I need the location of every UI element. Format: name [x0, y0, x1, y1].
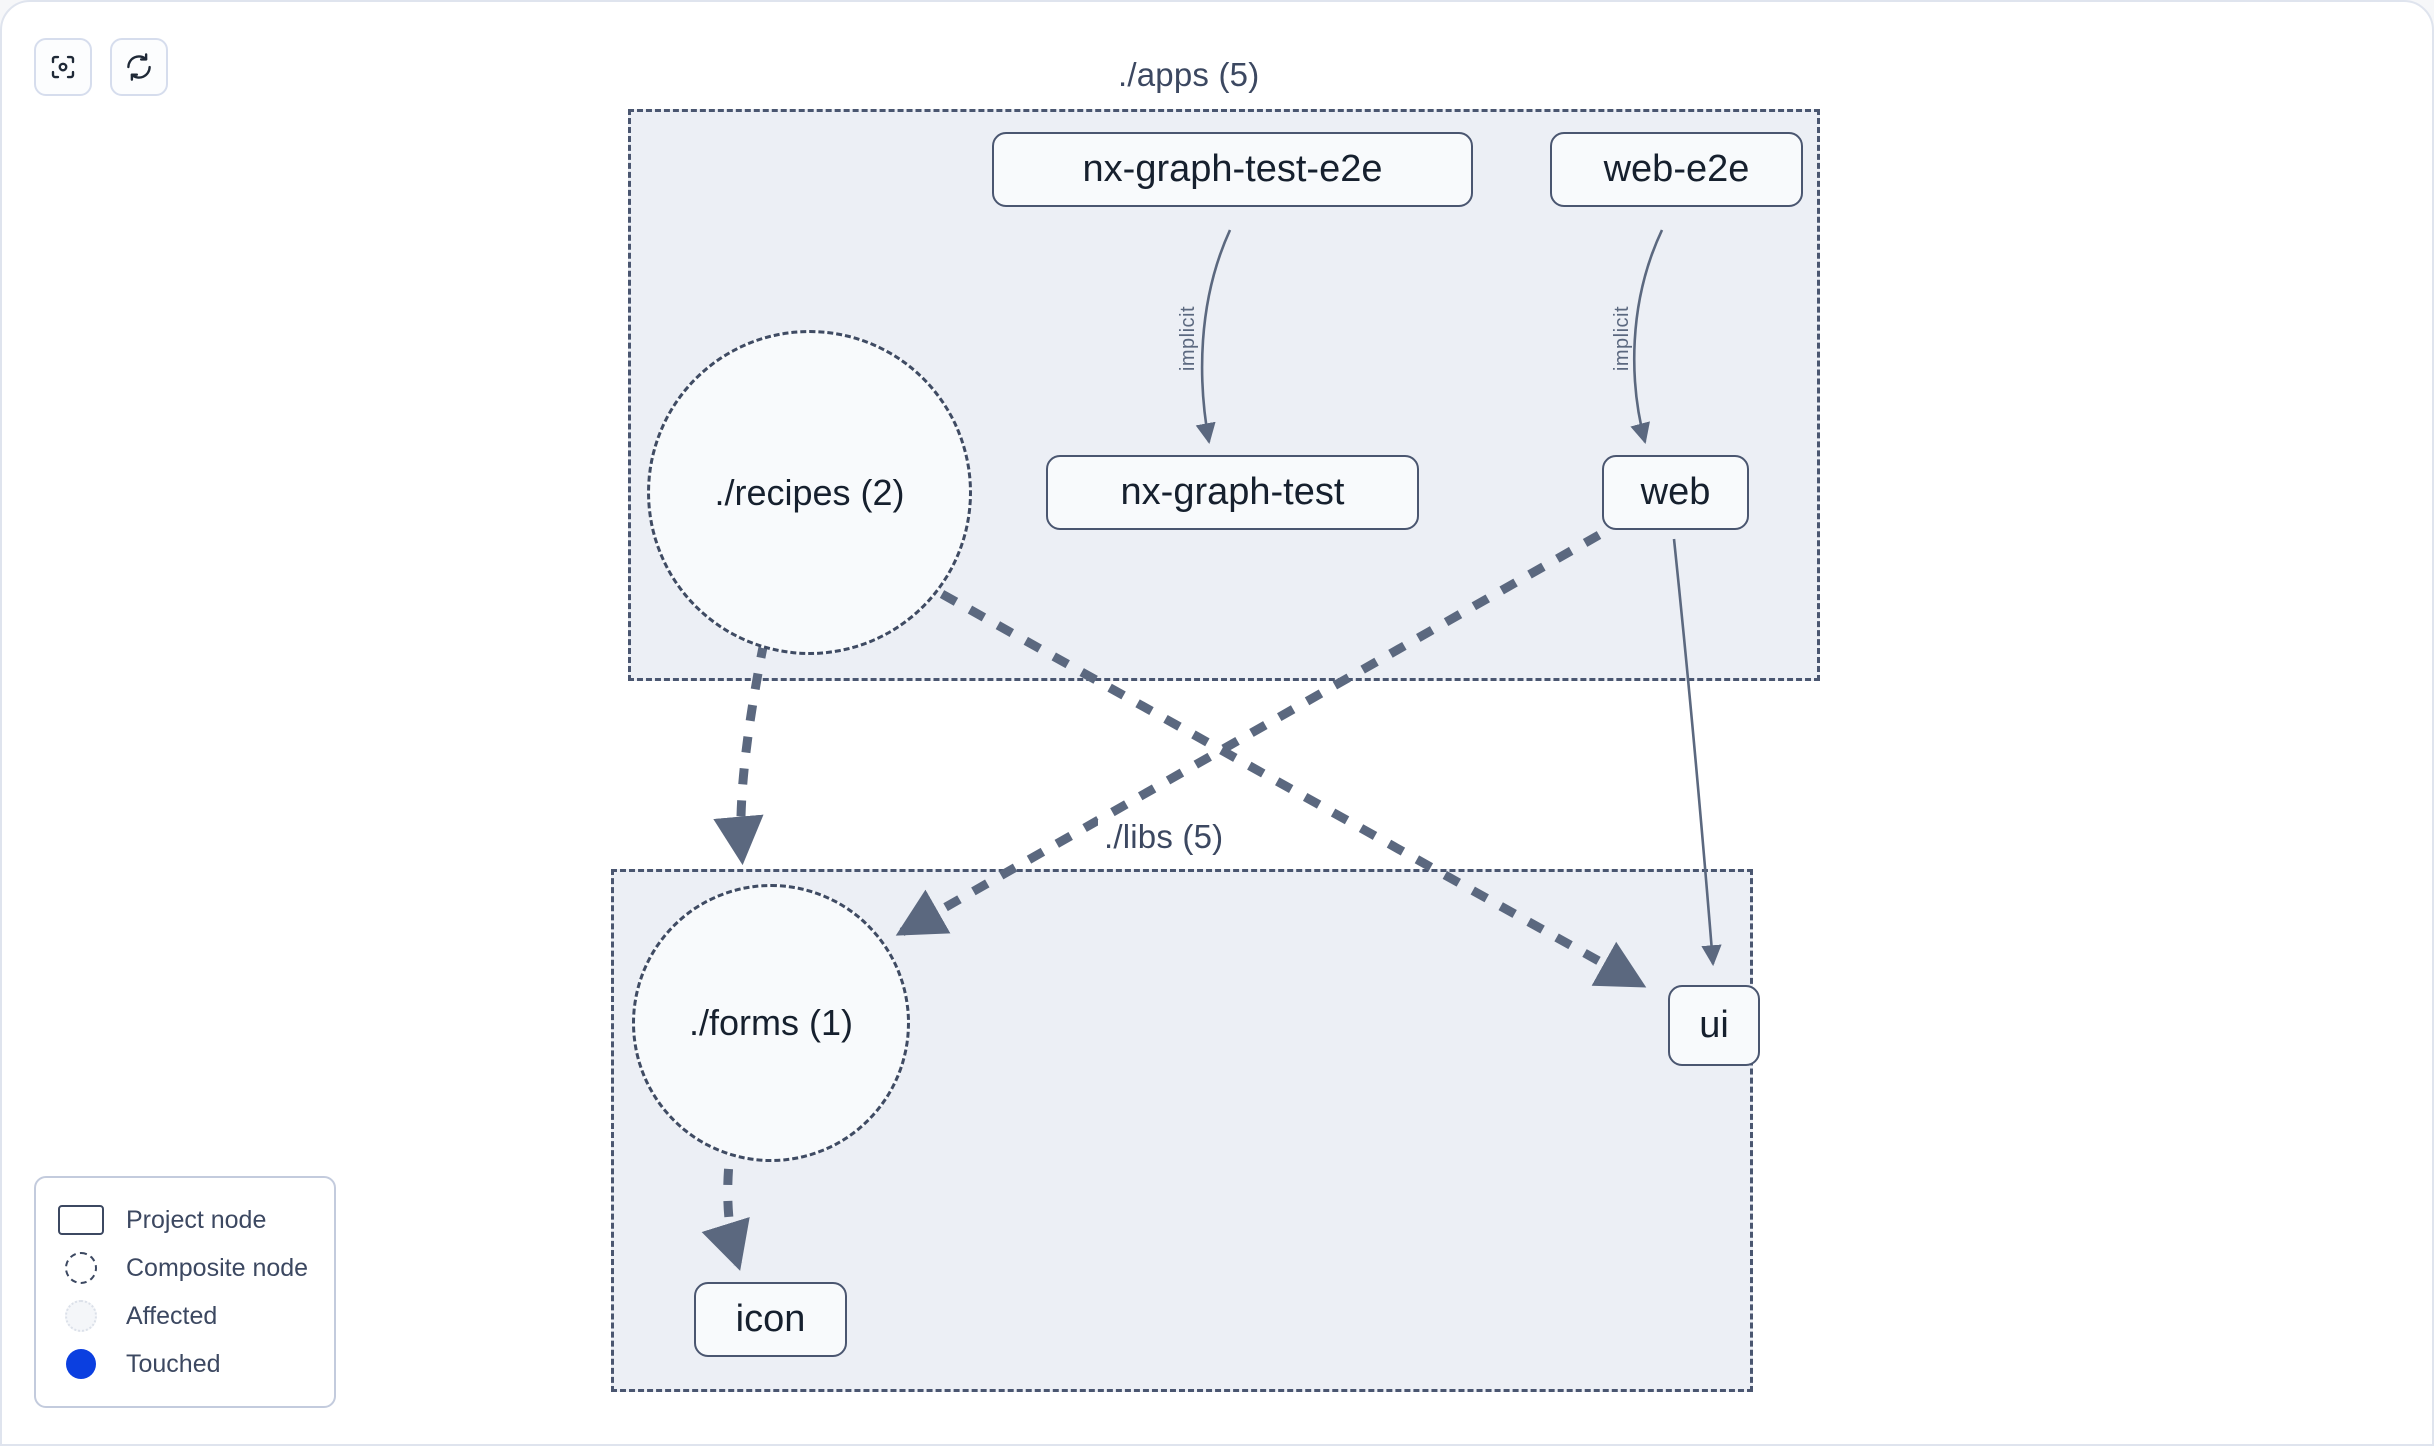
refresh-graph-button[interactable]	[110, 38, 168, 96]
node-ui[interactable]: ui	[1668, 985, 1760, 1066]
legend-item-project-node: Project node	[58, 1196, 314, 1244]
project-node-swatch-icon	[58, 1205, 104, 1235]
node-label: ./forms (1)	[688, 1002, 853, 1043]
touched-swatch-icon	[58, 1349, 104, 1379]
node-nx-graph-test[interactable]: nx-graph-test	[1046, 455, 1419, 530]
node-label: ui	[1699, 1004, 1729, 1046]
node-label: nx-graph-test-e2e	[1082, 148, 1383, 190]
legend-label: Affected	[126, 1301, 218, 1330]
legend-item-touched: Touched	[58, 1340, 314, 1388]
node-nx-graph-test-e2e[interactable]: nx-graph-test-e2e	[992, 132, 1473, 207]
legend-item-affected: Affected	[58, 1292, 314, 1340]
node-web-e2e[interactable]: web-e2e	[1550, 132, 1803, 207]
focus-target-icon	[48, 52, 78, 82]
composite-node-swatch-icon	[58, 1252, 104, 1284]
refresh-icon	[124, 52, 154, 82]
group-label-apps: ./apps (5)	[1112, 58, 1266, 91]
focus-graph-button[interactable]	[34, 38, 92, 96]
node-web[interactable]: web	[1602, 455, 1749, 530]
legend-label: Touched	[126, 1349, 221, 1378]
graph-legend: Project node Composite node Affected Tou…	[34, 1176, 336, 1408]
group-label-libs: ./libs (5)	[1098, 820, 1230, 853]
affected-swatch-icon	[58, 1300, 104, 1332]
node-label: nx-graph-test	[1120, 471, 1345, 513]
node-label: icon	[735, 1298, 806, 1340]
legend-label: Project node	[126, 1205, 267, 1234]
node-icon[interactable]: icon	[694, 1282, 847, 1357]
node-recipes[interactable]: ./recipes (2)	[647, 330, 972, 655]
graph-toolbar	[34, 38, 168, 96]
node-label: web-e2e	[1603, 148, 1750, 190]
node-label: web	[1640, 471, 1711, 513]
node-forms[interactable]: ./forms (1)	[632, 884, 910, 1162]
legend-label: Composite node	[126, 1253, 309, 1282]
node-label: ./recipes (2)	[714, 471, 905, 513]
legend-item-composite-node: Composite node	[58, 1244, 314, 1292]
